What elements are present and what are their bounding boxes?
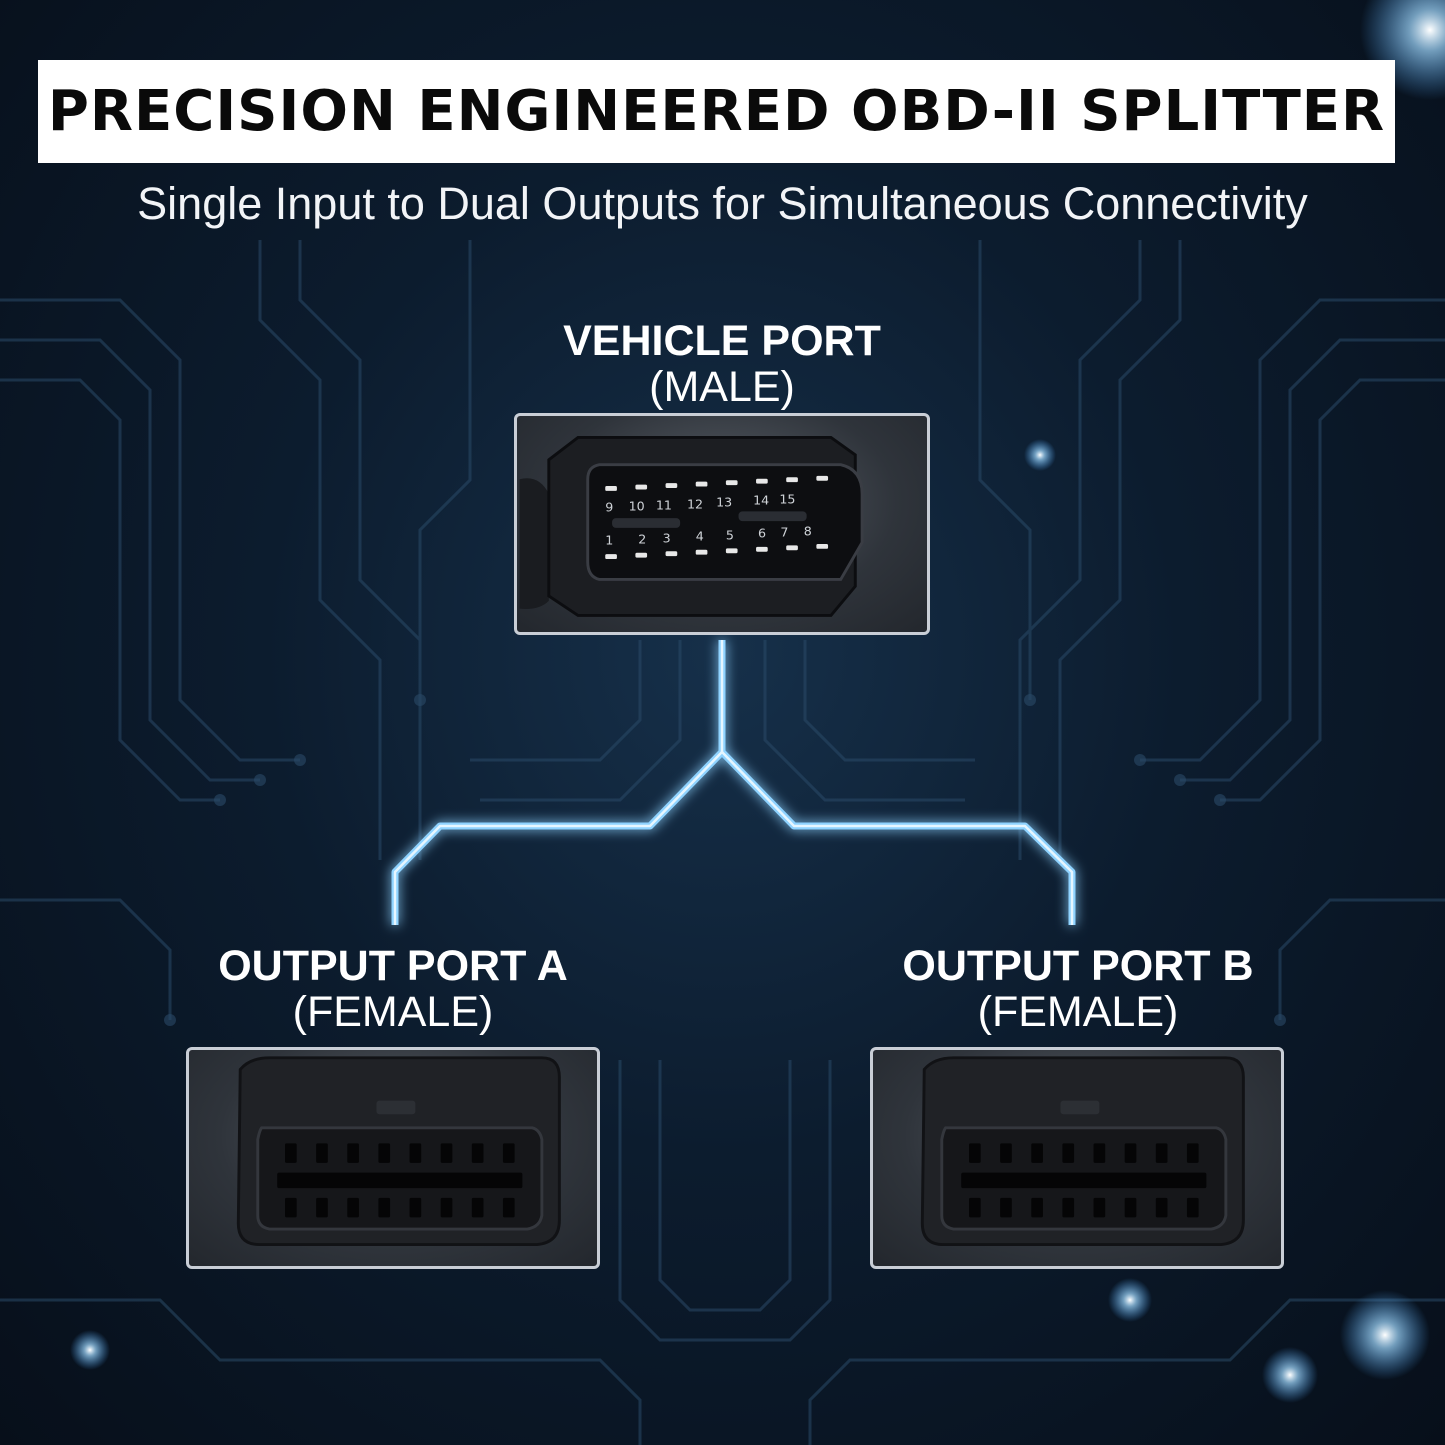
socket-hole: [440, 1197, 453, 1218]
pin-label: 5: [726, 528, 734, 543]
pin-label: 2: [638, 531, 646, 546]
socket-hole: [1000, 1197, 1012, 1218]
male-pin: [756, 546, 768, 552]
vehicle-port-name: VEHICLE PORT: [563, 317, 881, 365]
socket-bottom-row: [969, 1197, 1199, 1218]
socket-hole: [440, 1143, 453, 1163]
output-port-b-label: OUTPUT PORT B (FEMALE): [878, 943, 1278, 1035]
output-port-a-kind: (FEMALE): [292, 988, 494, 1036]
socket-hole: [285, 1197, 297, 1218]
vehicle-port-image: 9 10 11 12 13 14 15 1 2 3 4 5 6 7 8: [514, 413, 930, 635]
pin-label: 12: [687, 496, 703, 511]
socket-hole: [347, 1197, 359, 1218]
socket-hole: [1062, 1197, 1075, 1218]
pin-label: 7: [780, 525, 788, 540]
pin-label: 11: [656, 497, 672, 512]
vehicle-port-label: VEHICLE PORT (MALE): [522, 318, 922, 410]
male-pin: [725, 480, 738, 486]
socket-hole: [1155, 1143, 1168, 1163]
female-connector-icon: [236, 1056, 561, 1247]
page-subtitle: Single Input to Dual Outputs for Simulta…: [137, 178, 1308, 229]
socket-hole: [471, 1197, 484, 1218]
socket-hole: [1155, 1197, 1168, 1218]
bottom-pin-row: [605, 543, 829, 560]
pin-label: 14: [753, 493, 769, 508]
socket-bottom-row: [285, 1197, 515, 1218]
output-port-b-image: [870, 1047, 1284, 1269]
pin-label: 1: [605, 532, 613, 547]
male-pin: [816, 543, 829, 549]
male-pin: [665, 483, 678, 488]
male-pin: [725, 548, 738, 554]
male-pin: [635, 552, 648, 558]
output-port-a-image: [186, 1047, 600, 1269]
socket-hole: [471, 1143, 484, 1163]
page-title: PRECISION ENGINEERED OBD-II SPLITTER: [47, 79, 1386, 144]
socket-top-row: [969, 1143, 1199, 1163]
circuit-nodes: [164, 694, 1286, 1026]
splitter-lines: [391, 640, 1076, 925]
socket-hole: [1124, 1197, 1137, 1218]
socket-hole: [1093, 1143, 1106, 1163]
socket-hole: [1186, 1143, 1199, 1163]
pin-label: 6: [758, 526, 766, 541]
socket-hole: [969, 1143, 981, 1163]
pin-label: 10: [629, 498, 645, 513]
circuit-traces: [0, 240, 1445, 1445]
socket-hole: [347, 1143, 359, 1163]
socket-hole: [316, 1143, 328, 1163]
socket-hole: [502, 1143, 515, 1163]
socket-hole: [409, 1197, 422, 1218]
male-pin: [816, 475, 829, 481]
male-connector-icon: 9 10 11 12 13 14 15 1 2 3 4 5 6 7 8: [519, 435, 864, 617]
pin-label: 3: [663, 530, 671, 545]
output-port-a-label: OUTPUT PORT A (FEMALE): [193, 943, 593, 1035]
socket-hole: [1000, 1143, 1012, 1163]
socket-hole: [285, 1143, 297, 1163]
socket-hole: [409, 1143, 422, 1163]
pin-label: 8: [804, 524, 812, 539]
socket-hole: [1031, 1143, 1043, 1163]
socket-hole: [1124, 1143, 1137, 1163]
socket-hole: [378, 1143, 391, 1163]
vehicle-port-kind: (MALE): [649, 363, 795, 411]
male-pin: [605, 486, 617, 491]
socket-hole: [969, 1197, 981, 1218]
male-pin: [605, 554, 617, 560]
male-pin: [786, 545, 798, 551]
socket-hole: [1186, 1197, 1199, 1218]
socket-hole: [502, 1197, 515, 1218]
male-pin: [756, 478, 768, 484]
pin-label: 13: [716, 494, 732, 509]
socket-hole: [1031, 1197, 1043, 1218]
male-pin: [635, 484, 648, 490]
output-port-b-name: OUTPUT PORT B: [902, 942, 1254, 990]
male-pin: [695, 481, 708, 487]
pin-label: 9: [605, 499, 613, 514]
socket-hole: [378, 1197, 391, 1218]
male-pin: [665, 551, 678, 557]
socket-hole: [1093, 1197, 1106, 1218]
top-pin-row: [605, 475, 829, 491]
female-connector-icon: [920, 1056, 1245, 1247]
output-port-a-name: OUTPUT PORT A: [218, 942, 568, 990]
socket-top-row: [285, 1143, 515, 1163]
male-pin: [695, 549, 708, 555]
socket-hole: [1062, 1143, 1075, 1163]
socket-hole: [316, 1197, 328, 1218]
title-banner: PRECISION ENGINEERED OBD-II SPLITTER: [38, 60, 1395, 163]
output-port-b-kind: (FEMALE): [977, 988, 1179, 1036]
male-pin: [786, 477, 798, 483]
pin-label: 15: [779, 492, 795, 507]
pin-label: 4: [696, 529, 704, 544]
